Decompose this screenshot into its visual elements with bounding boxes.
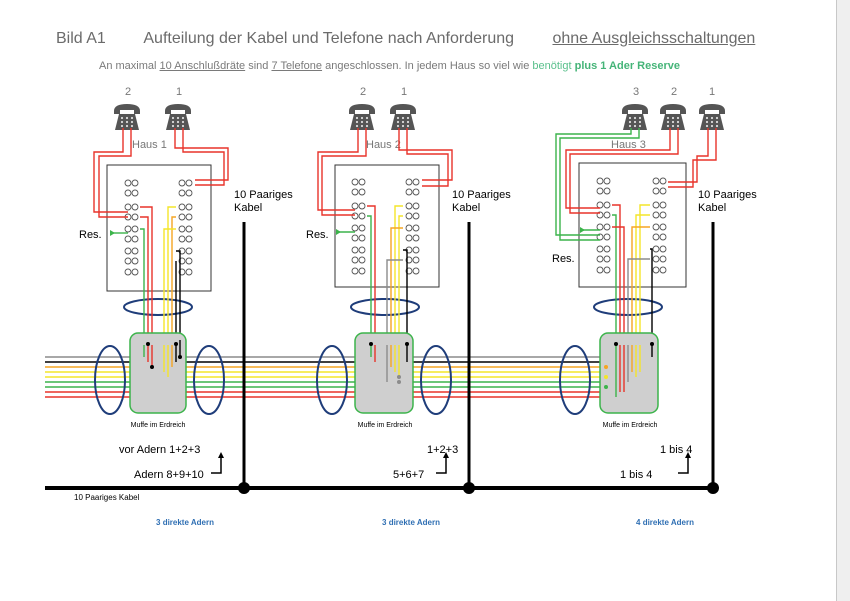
direct-wires-label: 4 direkte Adern (636, 518, 694, 527)
junction-dot (463, 482, 475, 494)
reserve-label: Res. (306, 229, 329, 241)
page-subtitle: An maximal 10 Anschlußdräte sind 7 Telef… (99, 60, 680, 72)
direct-wires-label: 3 direkte Adern (382, 518, 440, 527)
splice-label: Muffe im Erdreich (603, 422, 658, 429)
subtitle-part2: sind (248, 60, 269, 72)
subtitle-needed: benötigt (532, 60, 572, 72)
splice-box (354, 332, 414, 414)
subtitle-part3: angeschlossen. In jedem Haus so viel wie (325, 60, 530, 72)
telephone-icon (114, 104, 140, 130)
route-label: Adern 8+9+10 (134, 469, 204, 481)
figure-label: Bild A1 (56, 30, 106, 47)
junction-dot (238, 482, 250, 494)
splice-label: Muffe im Erdreich (131, 422, 186, 429)
route-label: vor Adern 1+2+3 (119, 444, 200, 456)
telephone-icon (349, 104, 375, 130)
phone-number: 2 (360, 86, 366, 98)
phone-number: 2 (671, 86, 677, 98)
page-shadow (837, 0, 850, 601)
phone-number: 1 (176, 86, 182, 98)
phone-number: 1 (709, 86, 715, 98)
subtitle-count2: 7 Telefone (271, 60, 323, 72)
title-text: Aufteilung der Kabel und Telefone nach A… (143, 30, 515, 47)
reserve-label: Res. (79, 229, 102, 241)
cable-label: Kabel (698, 202, 726, 214)
cable-label: Kabel (234, 202, 262, 214)
house-label: Haus 2 (366, 139, 401, 151)
page-border (836, 0, 837, 601)
direct-wires-label: 3 direkte Adern (156, 518, 214, 527)
telephone-icon (699, 104, 725, 130)
subtitle-count1: 10 Anschlußdräte (159, 60, 246, 72)
route-label: 5+6+7 (393, 469, 424, 481)
cable-label: 10 Paariges (452, 189, 511, 201)
house-3: 3 2 1 Haus 3 (552, 86, 757, 527)
house-1: 2 1 Haus 1 (79, 86, 293, 527)
route-label: 1 bis 4 (620, 469, 652, 481)
house-label: Haus 3 (611, 139, 646, 151)
splice-label: Muffe im Erdreich (358, 422, 413, 429)
telephone-icon (622, 104, 648, 130)
telephone-icon (660, 104, 686, 130)
route-label: 1+2+3 (427, 444, 458, 456)
subtitle-part1: An maximal (99, 60, 157, 72)
house-label: Haus 1 (132, 139, 167, 151)
splice-box (599, 332, 659, 414)
phone-number: 3 (633, 86, 639, 98)
cable-label: Kabel (452, 202, 480, 214)
subtitle-reserve: plus 1 Ader Reserve (574, 60, 680, 72)
page-title: Bild A1 Aufteilung der Kabel und Telefon… (56, 30, 755, 48)
cable-bundle (45, 356, 600, 398)
cable-label: 10 Paariges (698, 189, 757, 201)
cable-label: 10 Paariges (234, 189, 293, 201)
telephone-icon (390, 104, 416, 130)
house-2: 2 1 Haus 2 (306, 86, 511, 527)
main-cable-label: 10 Paariges Kabel (74, 493, 140, 502)
title-variant: ohne Ausgleichsschaltungen (552, 30, 756, 47)
reserve-label: Res. (552, 253, 575, 265)
phone-number: 2 (125, 86, 131, 98)
route-label: 1 bis 4 (660, 444, 692, 456)
house-terminal-box (106, 164, 212, 292)
telephone-icon (165, 104, 191, 130)
junction-dot (707, 482, 719, 494)
phone-number: 1 (401, 86, 407, 98)
